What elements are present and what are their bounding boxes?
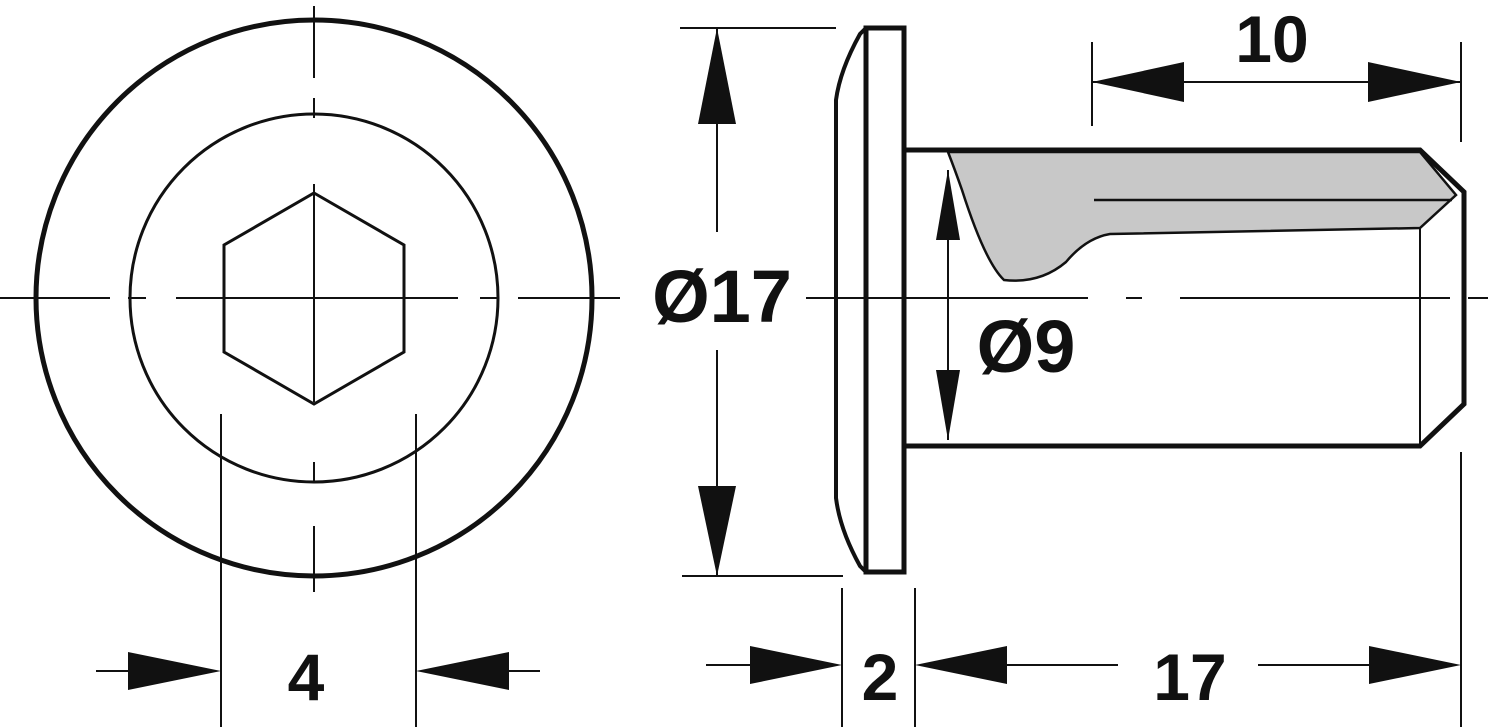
head-thickness-label: 2 bbox=[862, 640, 899, 714]
thread-length-label: 10 bbox=[1235, 2, 1308, 76]
thread-length-dimension: 10 bbox=[1091, 2, 1462, 142]
arrowhead bbox=[698, 28, 736, 124]
shank-outline bbox=[904, 147, 1467, 449]
head-diameter-label: Ø17 bbox=[652, 255, 792, 338]
hex-socket bbox=[222, 191, 406, 406]
arrowhead bbox=[750, 646, 842, 684]
hex-width-label: 4 bbox=[288, 640, 325, 714]
arrowhead bbox=[936, 170, 960, 240]
front-view: 4 bbox=[0, 6, 620, 727]
section-cutaway bbox=[946, 150, 1458, 282]
arrowhead bbox=[128, 652, 221, 690]
head-flange bbox=[863, 25, 907, 575]
side-view: Ø17 Ø9 bbox=[652, 2, 1488, 727]
shank-diameter-label: Ø9 bbox=[977, 305, 1076, 388]
arrowhead bbox=[416, 652, 509, 690]
head-diameter-dimension: Ø17 bbox=[652, 27, 843, 577]
screw-head bbox=[834, 25, 907, 575]
arrowhead bbox=[1368, 62, 1461, 102]
head-thickness-dimension: 2 bbox=[706, 588, 916, 727]
shank-length-label: 17 bbox=[1153, 640, 1226, 714]
arrowhead bbox=[915, 646, 1007, 684]
shank-diameter-dimension: Ø9 bbox=[936, 170, 1075, 440]
arrowhead bbox=[1092, 62, 1184, 102]
head-bevel bbox=[834, 26, 868, 574]
arrowhead bbox=[936, 370, 960, 440]
hex-width-dimension: 4 bbox=[96, 414, 540, 727]
arrowhead bbox=[698, 486, 736, 576]
shank-length-dimension: 17 bbox=[915, 452, 1462, 727]
arrowhead bbox=[1369, 646, 1461, 684]
